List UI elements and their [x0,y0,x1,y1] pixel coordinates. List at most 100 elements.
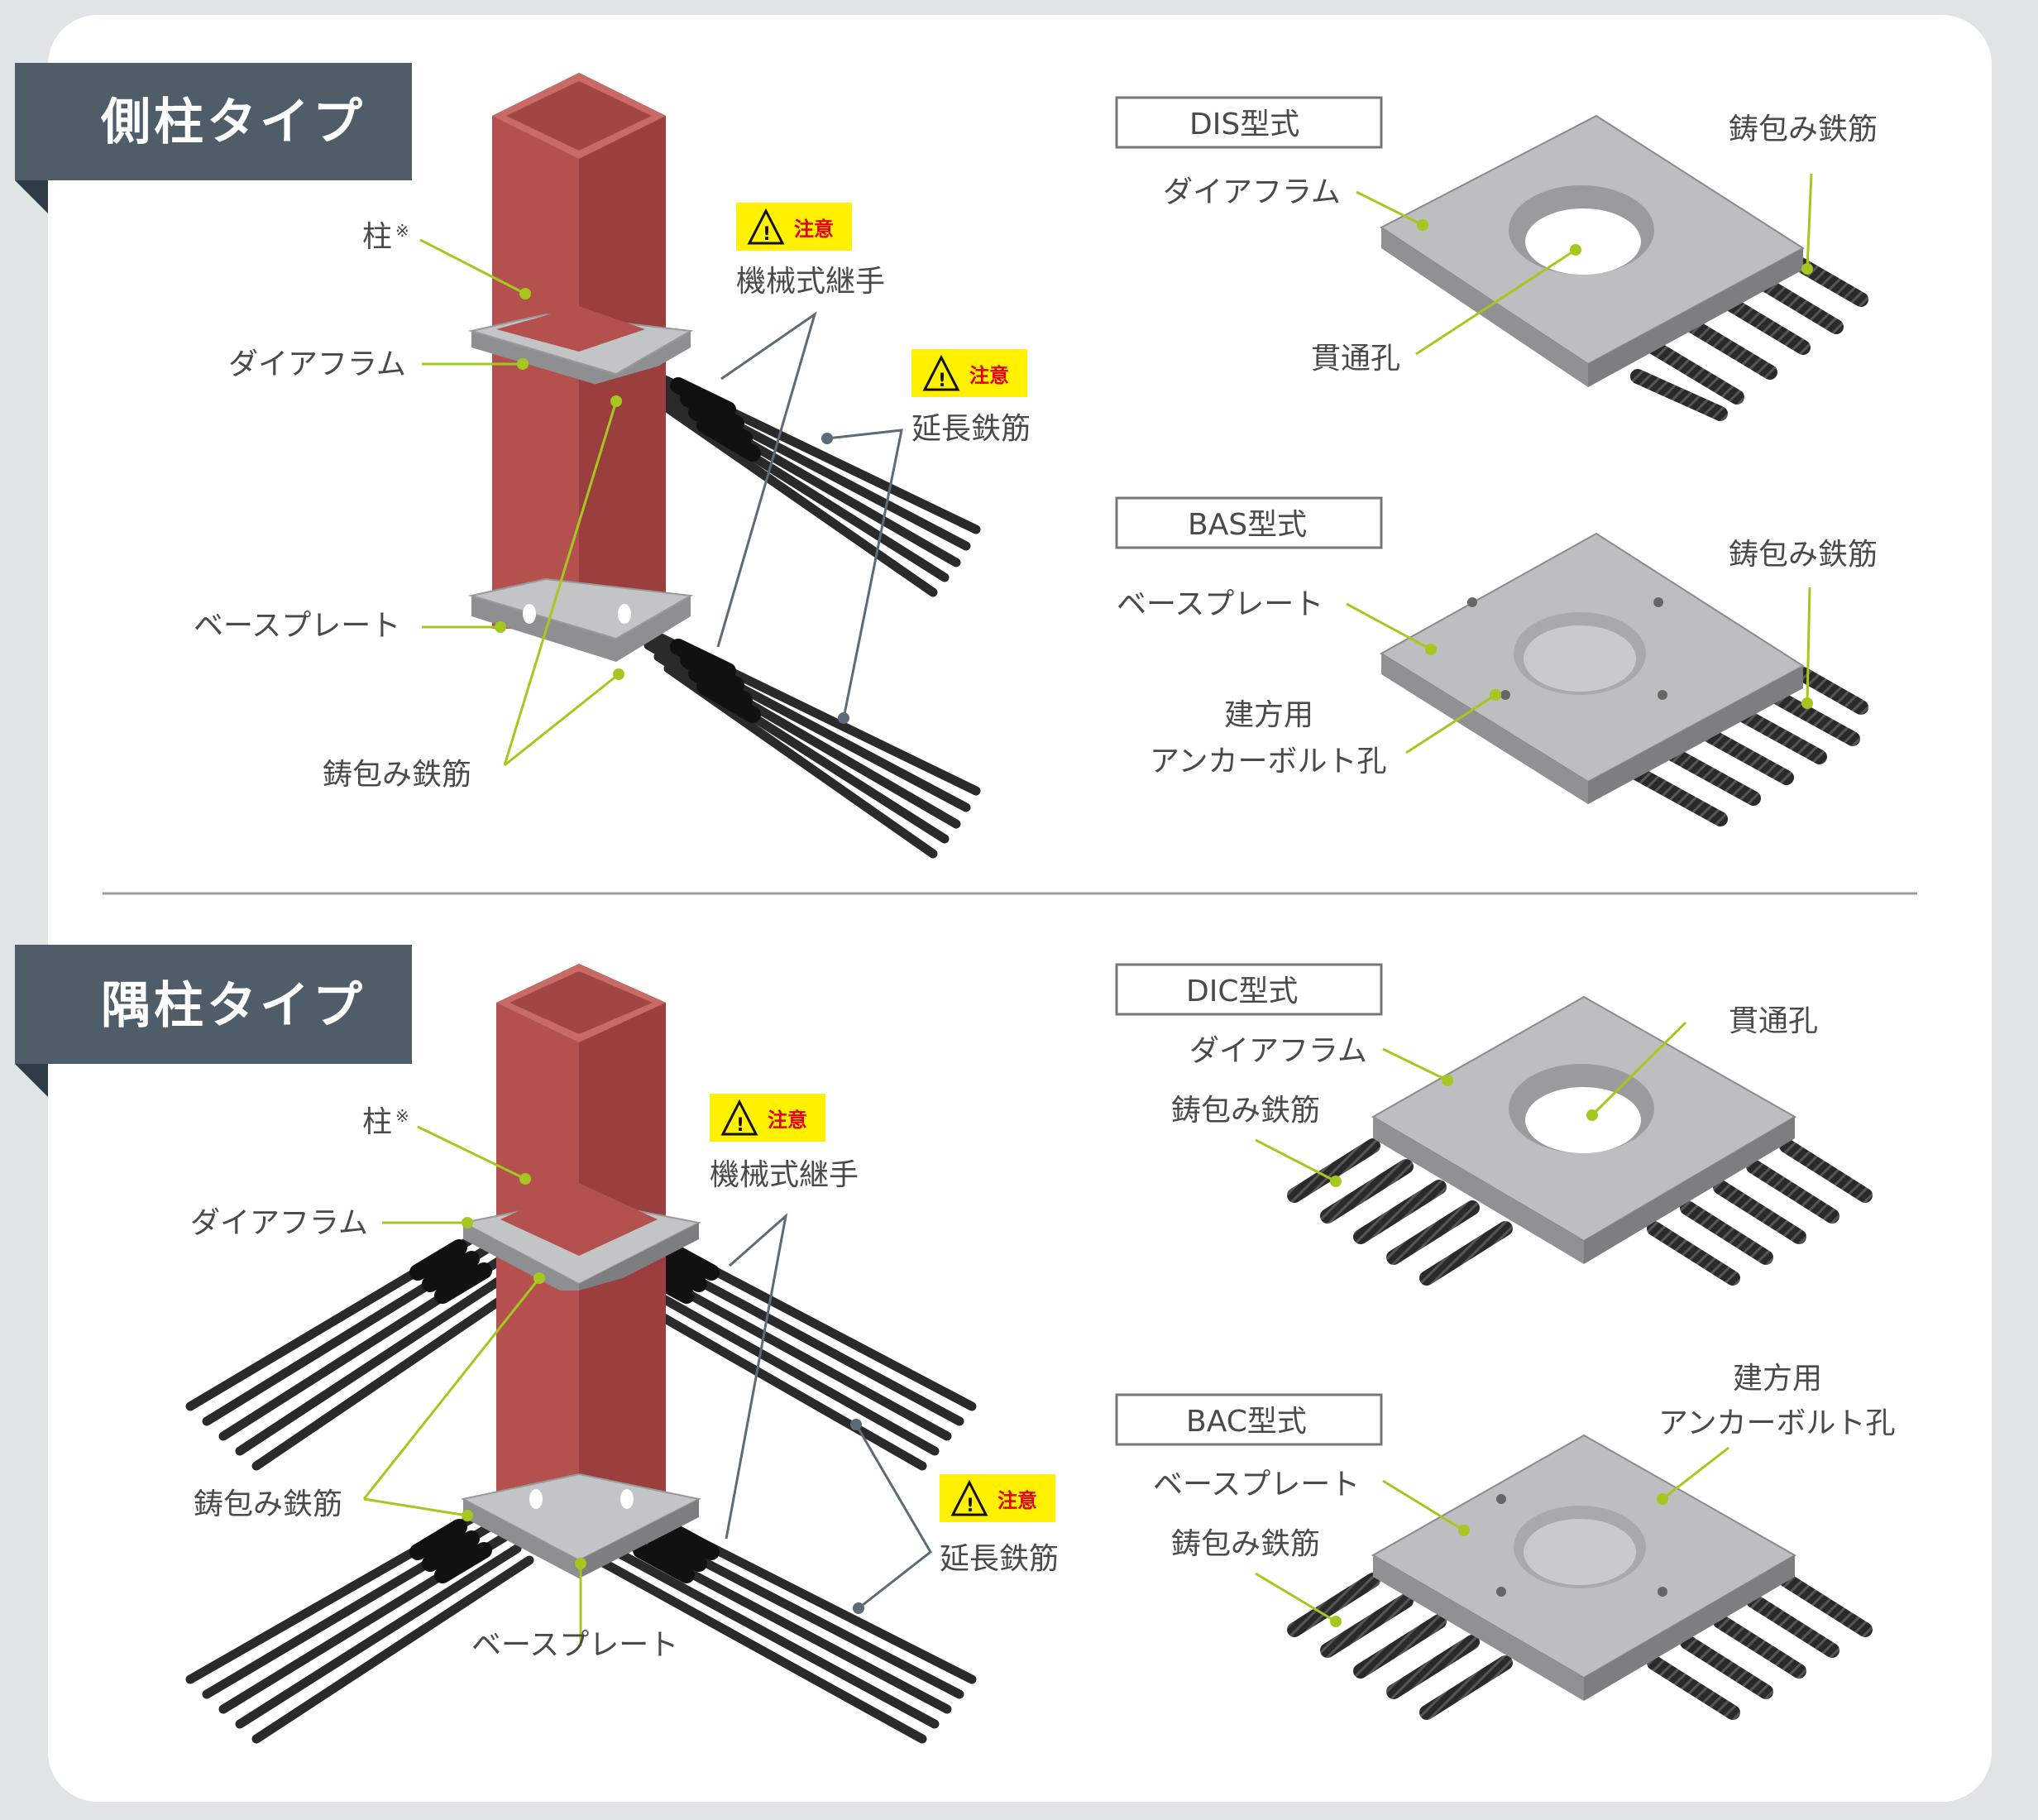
bas-plate-side-right [1588,666,1803,804]
warning-icon [720,1099,758,1136]
bac-label-anchor-line1: 建方用 [1733,1362,1822,1396]
bas-label-base-plate: ベースプレート [1117,587,1323,621]
base-plate [461,1473,701,1578]
svg-text:注意: 注意 [969,364,1009,387]
dis-label-through-hole: 貫通孔 [1311,342,1400,376]
dic-leaders [1255,1021,1687,1183]
section-title: 側柱タイプ [100,93,366,151]
label-diaphragm: ダイアフラム [190,1206,368,1240]
column-lower-shade [579,364,666,629]
dic-plate-side-left [1373,1117,1584,1264]
label-mech-joint: 機械式継手 [736,265,885,299]
bas-label-cast-rebar: 鋳包み鉄筋 [1729,538,1878,572]
svg-text:!: ! [938,371,946,391]
anchor-hole [1496,1587,1506,1597]
upper-joint-sleeves [670,377,761,462]
dis-detail: DIS型式 ダイアフラム 貫通孔 [1115,96,1878,421]
dic-plate-side-right [1584,1117,1795,1264]
dic-label-diaphragm: ダイアフラム [1189,1034,1367,1068]
bac-label-cast-rebar: 鋳包み鉄筋 [1171,1527,1320,1561]
warning-icon [747,208,785,245]
header-banner [15,63,412,180]
diaphragm-plate [461,1183,702,1300]
label-diaphragm: ダイアフラム [228,347,406,381]
bac-detail: BAC型式 [1115,1362,1896,1720]
label-cast-rebar: 鋳包み鉄筋 [194,1487,342,1521]
side-column-section: 側柱タイプ [15,63,1878,859]
bac-label-anchor-line2: アンカーボルト孔 [1658,1406,1896,1440]
bas-plate-side-left [1381,654,1588,804]
bac-box [1115,1393,1383,1446]
dic-label-cast-rebar: 鋳包み鉄筋 [1171,1094,1320,1128]
anchor-hole [1658,690,1667,700]
side-leaders [419,238,903,767]
warning-badge: ! 注意 [911,349,1027,397]
bas-leaders [1346,587,1811,754]
through-hole [1525,1087,1641,1153]
bas-detail: BAS型式 [1115,496,1878,826]
anchor-hole [1467,597,1477,607]
corner-column-header: 隅柱タイプ [15,945,412,1097]
svg-text:DIS型式: DIS型式 [1189,108,1299,141]
label-column-note: ※ [395,1106,409,1126]
dis-leaders [1356,173,1813,356]
svg-text:BAC型式: BAC型式 [1186,1405,1307,1439]
warning-badge: ! 注意 [736,203,852,251]
dis-plate-side-right [1588,248,1803,387]
svg-text:!: ! [966,1496,974,1516]
dic-box [1115,963,1383,1016]
header-fold [15,1064,48,1097]
label-cast-rebar: 鋳包み鉄筋 [323,758,471,792]
bac-plate-side-right [1584,1555,1795,1701]
side-column-header: 側柱タイプ [15,63,412,213]
warning-icon [950,1479,988,1516]
bac-leaders [1255,1446,1729,1623]
svg-text:!: ! [763,224,771,245]
label-base-plate: ベースプレート [194,609,400,643]
anchor-hole [1653,597,1663,607]
corner-column-section: 隅柱タイプ [15,945,1896,1744]
dis-plate-side-left [1381,228,1588,387]
bas-rebars [1630,667,1868,826]
section-title: 隅柱タイプ [101,977,366,1035]
dis-box [1115,96,1383,149]
bas-box [1115,496,1383,549]
svg-text:注意: 注意 [794,218,834,241]
svg-text:注意: 注意 [997,1489,1037,1512]
anchor-hole [1658,1587,1667,1597]
warning-badge: ! 注意 [940,1474,1055,1522]
label-column: 柱 [362,1105,392,1139]
bas-label-anchor-line2: アンカーボルト孔 [1150,745,1387,778]
header-fold [15,180,48,213]
label-base-plate: ベースプレート [471,1628,678,1662]
anchor-hole [1496,1494,1506,1504]
side-column-illustration: 柱 ※ ダイアフラム ベースプレート 鋳包み鉄筋 機械式継手 延長鉄筋 ! 注意… [194,73,1031,859]
dis-label-diaphragm: ダイアフラム [1163,175,1341,209]
label-ext-rebar: 延長鉄筋 [940,1542,1059,1576]
svg-text:DIC型式: DIC型式 [1186,975,1298,1008]
base-plate [468,577,694,662]
bac-rebars [1287,1573,1873,1720]
dis-label-cast-rebar: 鋳包み鉄筋 [1729,113,1878,146]
svg-text:注意: 注意 [768,1109,807,1132]
label-column: 柱 [362,220,392,254]
label-column-note: ※ [395,221,409,241]
column-lower-shade [579,1266,666,1514]
dic-rebars [1287,1138,1873,1286]
dic-label-through-hole: 貫通孔 [1729,1004,1818,1038]
svg-text:BAS型式: BAS型式 [1188,508,1307,542]
svg-text:!: ! [736,1115,744,1136]
anchor-hole [1500,690,1510,700]
lower-joint-sleeves [670,639,761,723]
label-mech-joint: 機械式継手 [710,1158,859,1192]
warning-icon [922,354,960,391]
header-banner [15,945,412,1064]
bac-plate-side-left [1373,1555,1584,1701]
label-ext-rebar: 延長鉄筋 [911,412,1031,446]
dic-detail: DIC型式 [1115,963,1873,1286]
corner-leaders [362,1125,932,1646]
bas-label-anchor-line1: 建方用 [1224,698,1313,732]
corner-column-illustration: 柱 ※ ダイアフラム 鋳包み鉄筋 機械式継手 延長鉄筋 ベースプレート ! 注意… [185,964,1059,1744]
bac-label-base-plate: ベースプレート [1153,1468,1360,1502]
